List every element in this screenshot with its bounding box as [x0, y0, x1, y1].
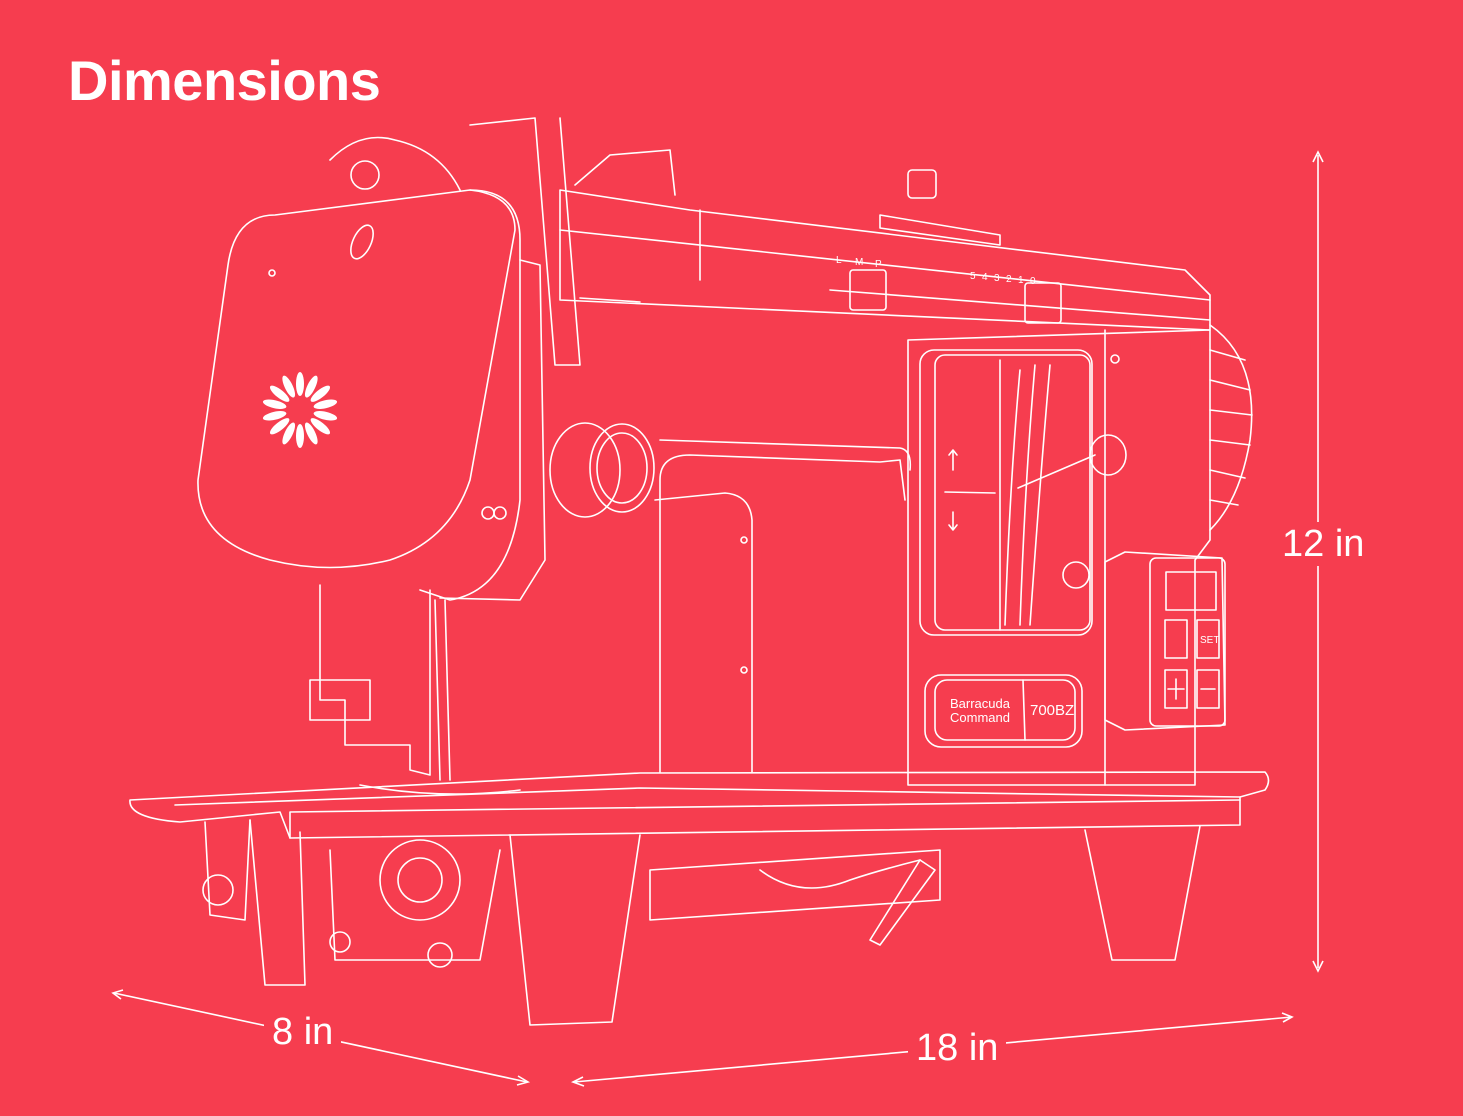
depth-dimension-label: 8 in [264, 1010, 342, 1054]
stitch-dial [549, 422, 655, 518]
width-dimension-label: 18 in [908, 1026, 1007, 1070]
svg-text:5: 5 [970, 271, 976, 282]
logo-petal [313, 411, 338, 421]
logo-petal [313, 399, 338, 409]
logo-petal [296, 372, 304, 396]
needle-position-button[interactable] [1164, 619, 1188, 659]
control-panel: SET [1104, 551, 1226, 731]
minus-button[interactable] [1196, 669, 1220, 709]
logo-petal [310, 385, 331, 402]
svg-text:4: 4 [982, 272, 988, 283]
stitch-length-slider [1024, 282, 1062, 324]
stitch-length-scale: 5 4 3 2 1 0 [970, 271, 1036, 287]
lmp-label-p: P [875, 259, 882, 270]
machine-body: L M P 5 4 3 2 1 0 Barracuda Command [559, 169, 1253, 786]
logo-petal [310, 418, 331, 435]
svg-text:3: 3 [994, 273, 1000, 284]
lmp-label-m: M [855, 257, 863, 268]
svg-text:1: 1 [1018, 275, 1024, 286]
display-screen [1165, 571, 1217, 611]
plus-button[interactable] [1164, 669, 1188, 709]
logo-petal [269, 385, 290, 402]
logo-petal [269, 418, 290, 435]
machine-head [197, 117, 748, 795]
brand-line-1: Barracuda [950, 696, 1011, 711]
height-dimension-label: 12 in [1274, 522, 1373, 566]
logo-icon [262, 372, 338, 448]
logo-petal [282, 375, 296, 398]
machine-bed [129, 771, 1270, 1026]
model-number: 700BZ [1030, 702, 1074, 719]
logo-petal [296, 424, 304, 448]
svg-text:0: 0 [1030, 276, 1036, 287]
set-button[interactable] [1196, 619, 1220, 659]
logo-petal [262, 411, 287, 421]
page-title: Dimensions [68, 49, 381, 112]
set-button-label: SET [1200, 635, 1219, 646]
logo-petal [282, 422, 296, 445]
nameplate: Barracuda Command 700BZ [924, 674, 1083, 748]
logo-petal [262, 399, 287, 409]
logo-petal [304, 375, 318, 398]
brand-line-2: Command [950, 710, 1010, 725]
svg-text:2: 2 [1006, 274, 1012, 285]
lmp-label-l: L [836, 255, 842, 266]
logo-petal [304, 422, 318, 445]
